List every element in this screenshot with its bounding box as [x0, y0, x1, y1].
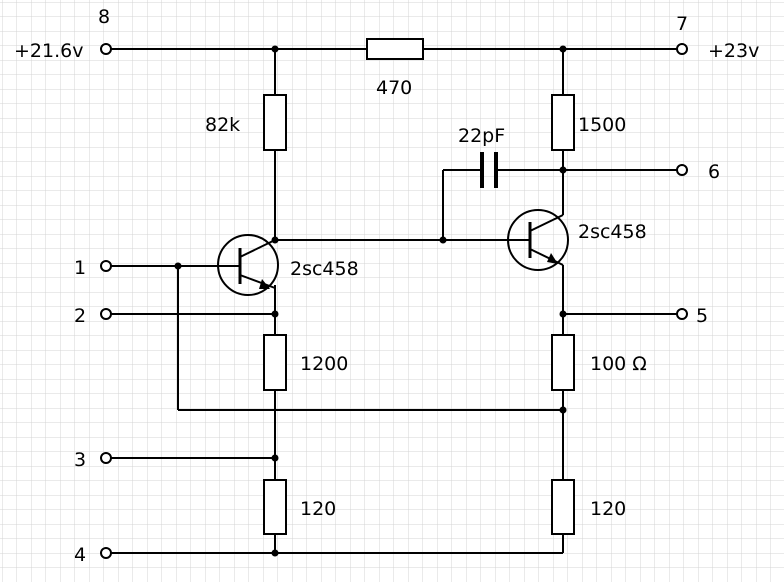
terminal-label-4: 4 [74, 544, 86, 566]
terminal-label-6: 6 [708, 161, 720, 183]
resistor-82k [263, 94, 287, 151]
supply-label-right: +23v [708, 40, 759, 62]
terminal-label-7: 7 [676, 13, 688, 35]
transistor-q2 [507, 209, 569, 271]
terminal-circles [100, 43, 688, 559]
capacitor-22pf [442, 152, 678, 240]
junction-dots [174, 45, 567, 557]
label-100-ohm: 100 Ω [590, 353, 647, 375]
terminal-label-3: 3 [74, 449, 86, 471]
label-120-right: 120 [590, 498, 626, 520]
label-1200: 1200 [300, 353, 348, 375]
resistor-120-left [263, 479, 287, 535]
resistor-1200 [263, 334, 287, 391]
label-82k: 82k [205, 114, 240, 136]
resistor-100-ohm [551, 334, 575, 391]
label-470: 470 [376, 77, 412, 99]
label-22pf: 22pF [458, 125, 505, 147]
io-wires [110, 265, 678, 554]
label-q2: 2sc458 [578, 221, 647, 243]
resistor-470 [366, 38, 424, 60]
resistor-1500 [551, 94, 575, 151]
terminal-label-2: 2 [74, 305, 86, 327]
terminal-label-1: 1 [74, 257, 86, 279]
supply-label-left: +21.6v [14, 40, 83, 62]
resistor-120-right [551, 479, 575, 535]
label-1500: 1500 [578, 114, 626, 136]
terminal-label-8: 8 [98, 6, 110, 28]
terminal-label-5: 5 [696, 305, 708, 327]
label-120-left: 120 [300, 498, 336, 520]
label-q1: 2sc458 [290, 258, 359, 280]
